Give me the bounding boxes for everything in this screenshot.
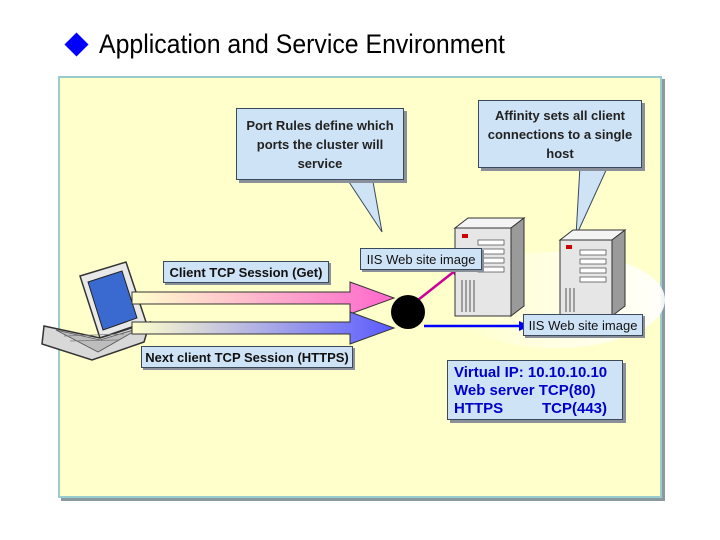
iis-image-label-2: IIS Web site image <box>523 314 643 336</box>
next-session-arrow <box>131 311 396 345</box>
https-label: HTTPS <box>454 400 504 417</box>
server-icon <box>558 228 627 318</box>
client-session-arrow <box>131 281 396 315</box>
port-rules-callout-tail <box>344 175 383 233</box>
port-rules-callout: Port Rules define which ports the cluste… <box>236 108 404 180</box>
virtual-ip-box: Virtual IP: 10.10.10.10 Web server TCP(8… <box>447 360 623 420</box>
router-node-icon <box>391 295 425 329</box>
port-rules-text: Port Rules define which ports the cluste… <box>246 117 394 171</box>
affinity-text: Affinity sets all client connections to … <box>487 107 633 161</box>
page-title: Application and Service Environment <box>99 28 505 59</box>
https-port-value: TCP(443) <box>542 400 608 417</box>
client-session-label: Client TCP Session (Get) <box>163 261 329 283</box>
title-row: Application and Service Environment <box>62 26 540 62</box>
server-icon <box>453 216 526 318</box>
affinity-callout: Affinity sets all client connections to … <box>478 100 642 168</box>
web-server-port-line: Web server TCP(80) <box>454 382 596 399</box>
https-port-line: HTTPS TCP(443) <box>454 400 616 418</box>
laptop-icon <box>41 261 152 361</box>
server1-link-line <box>417 269 457 301</box>
affinity-callout-tail <box>575 165 609 237</box>
virtual-ip-line: Virtual IP: 10.10.10.10 <box>454 364 608 381</box>
iis-image-label-1: IIS Web site image <box>360 248 482 270</box>
next-session-label: Next client TCP Session (HTTPS) <box>141 346 353 368</box>
